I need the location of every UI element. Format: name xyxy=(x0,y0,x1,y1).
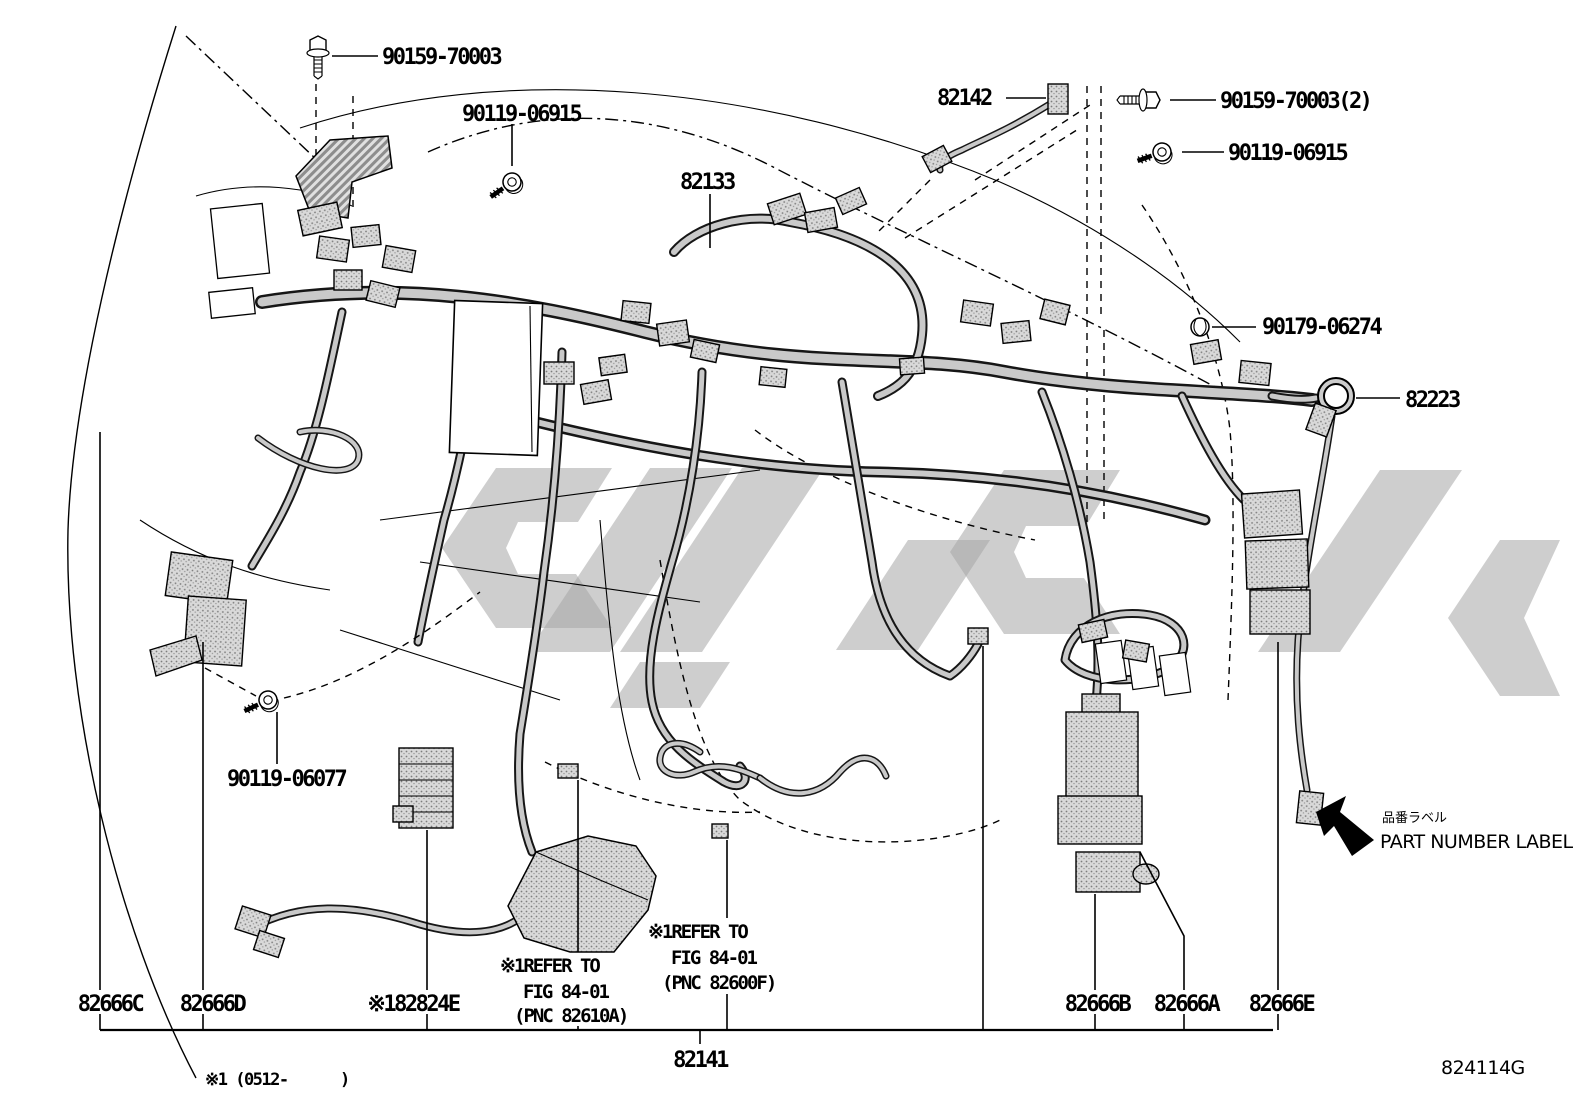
ecu-box xyxy=(448,299,544,457)
callout-82223: 82223 xyxy=(1405,388,1460,413)
connector-stack-right xyxy=(1240,489,1311,635)
callout-82666a: 82666A xyxy=(1154,992,1221,1017)
watermark xyxy=(442,468,1560,708)
callout-82666b: 82666B xyxy=(1065,992,1132,1017)
grommet-82223 xyxy=(1304,377,1355,438)
refer-note-1-line-2: FIG 84-01 xyxy=(523,981,610,1003)
diagram-code: 824114G xyxy=(1441,1057,1525,1079)
screw-icon xyxy=(241,688,282,722)
refer-note-2-line-1: ※1REFER TO xyxy=(648,921,748,943)
footnote: ※1 (0512- ) xyxy=(205,1070,349,1090)
part-number-label-en: PART NUMBER LABEL xyxy=(1380,831,1574,853)
screw-icon xyxy=(486,169,527,206)
connectors xyxy=(234,83,1325,959)
callout-clip: 90179-06274 xyxy=(1262,315,1382,340)
screw-icon xyxy=(1134,140,1174,172)
leader-lines xyxy=(99,55,1400,1044)
clip-icon xyxy=(1190,317,1210,337)
refer-note-1-line-1: ※1REFER TO xyxy=(500,955,600,977)
refer-note-2-line-2: FIG 84-01 xyxy=(671,947,758,969)
refer-note-2-line-3: (PNC 82600F) xyxy=(662,972,775,994)
callout-screw-top: 90119-06915 xyxy=(462,102,581,127)
part-number-label-jp: 品番ラベル xyxy=(1382,811,1447,826)
footer: ※1 (0512- ) 824114G xyxy=(205,1057,1525,1090)
callout-screw-left: 90119-06077 xyxy=(227,767,346,792)
callouts: 90159-70003 90119-06915 82133 82142 9015… xyxy=(78,45,1463,1073)
refer-note-1-line-3: (PNC 82610A) xyxy=(514,1005,627,1027)
relay-assembly-center xyxy=(1057,693,1160,893)
callout-screw-right: 90119-06915 xyxy=(1228,141,1347,166)
callout-82133: 82133 xyxy=(680,170,735,195)
part-number-label-arrow-icon xyxy=(1316,796,1374,856)
callout-82141: 82141 xyxy=(673,1048,729,1073)
bolt-icon xyxy=(1116,88,1161,112)
cowl-trim-part xyxy=(507,835,657,953)
callout-82666d: 82666D xyxy=(180,992,247,1017)
callout-82666e: 82666E xyxy=(1249,992,1315,1017)
relay-block-82824e xyxy=(392,747,454,829)
mounting-bracket xyxy=(295,135,393,219)
callout-bolt-right: 90159-70003(2) xyxy=(1220,89,1370,114)
callout-bolt-top: 90159-70003 xyxy=(382,45,501,70)
callout-82666c: 82666C xyxy=(78,992,144,1017)
reference-notes: ※1REFER TO FIG 84-01 (PNC 82610A) ※1REFE… xyxy=(500,811,1574,1027)
relay-assembly-left xyxy=(149,551,247,677)
callout-82824e: ※182824E xyxy=(367,992,459,1017)
callout-82142: 82142 xyxy=(937,86,992,111)
bolt-icon xyxy=(306,35,330,80)
